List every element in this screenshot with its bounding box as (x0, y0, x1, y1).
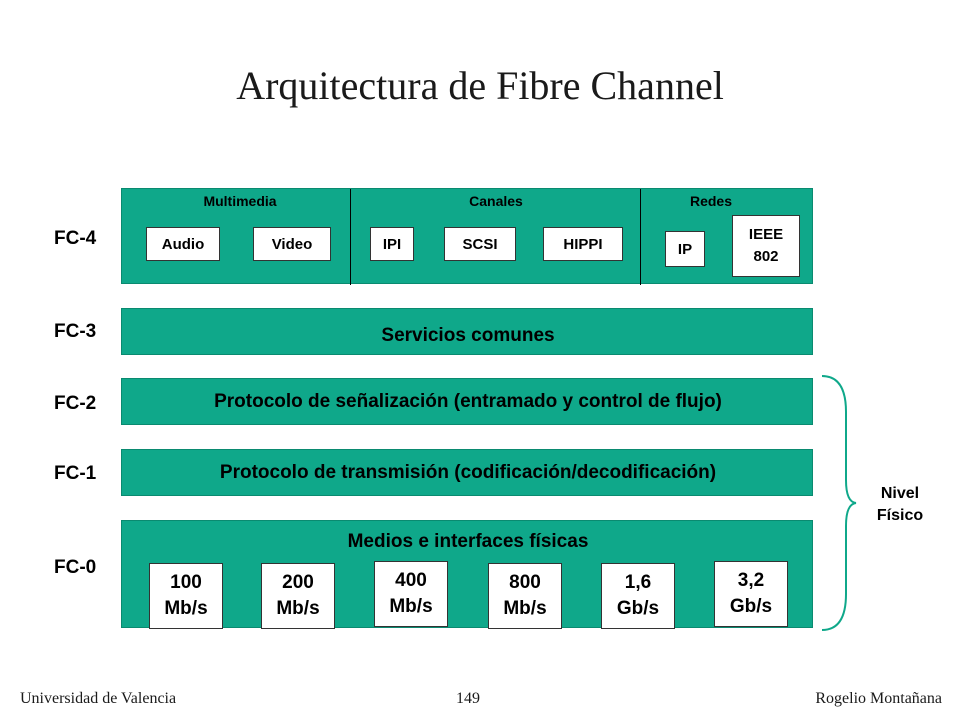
speed-unit: Gb/s (616, 598, 660, 619)
footer-page-number: 149 (456, 690, 480, 707)
speed-value: 800 (509, 572, 541, 593)
senalizacion-label: Protocolo de señalización (entramado y c… (214, 391, 722, 412)
video-box: Video (253, 227, 331, 261)
speed-unit: Mb/s (276, 598, 320, 619)
physical-line2: Físico (876, 507, 924, 524)
fc4-divider-1 (350, 189, 351, 285)
speed-value: 3,2 (737, 570, 765, 591)
fc1-layer: Protocolo de transmisión (codificación/d… (121, 449, 813, 496)
page-title: Arquitectura de Fibre Channel (236, 63, 724, 108)
speed-value: 400 (395, 570, 427, 591)
speed-unit: Mb/s (389, 596, 433, 617)
ieee-line2: 802 (753, 248, 779, 265)
physical-level-label: Nivel Físico (860, 483, 940, 527)
fc2-layer: Protocolo de señalización (entramado y c… (121, 378, 813, 425)
hippi-box: HIPPI (543, 227, 623, 261)
speed-value: 200 (282, 572, 314, 593)
scsi-box: SCSI (444, 227, 516, 261)
speed-box-1-6: 1,6 Gb/s (601, 563, 675, 629)
ip-box: IP (665, 231, 705, 267)
footer-left: Universidad de Valencia (20, 690, 177, 707)
transmision-label: Protocolo de transmisión (codificación/d… (219, 462, 717, 483)
medios-label: Medios e interfaces físicas (347, 531, 589, 552)
speed-box-200: 200 Mb/s (261, 563, 335, 629)
speed-box-400: 400 Mb/s (374, 561, 448, 627)
physical-level-brace (821, 375, 857, 631)
fc3-layer: Servicios comunes (121, 308, 813, 355)
fc4-layer: Multimedia Canales Redes Audio Video IPI… (121, 188, 813, 285)
speed-value: 100 (170, 572, 202, 593)
level-label-fc3: FC-3 (54, 321, 97, 342)
multimedia-label: Multimedia (203, 193, 277, 209)
fc0-layer: Medios e interfaces físicas 100 Mb/s 200… (121, 520, 813, 629)
level-label-fc2: FC-2 (54, 393, 97, 414)
footer-right: Rogelio Montañana (815, 690, 942, 707)
speed-box-800: 800 Mb/s (488, 563, 562, 629)
level-label-fc0: FC-0 (54, 557, 97, 578)
speed-value: 1,6 (624, 572, 652, 593)
speed-box-100: 100 Mb/s (149, 563, 223, 629)
speed-unit: Mb/s (164, 598, 208, 619)
ieee-line1: IEEE (748, 226, 784, 243)
fc4-divider-2 (640, 189, 641, 285)
redes-label: Redes (689, 193, 733, 209)
ieee-802-box: IEEE 802 (732, 215, 800, 277)
speed-unit: Gb/s (729, 596, 773, 617)
audio-box: Audio (146, 227, 220, 261)
level-label-fc4: FC-4 (54, 228, 97, 249)
physical-line1: Nivel (880, 485, 920, 502)
level-label-fc1: FC-1 (54, 463, 97, 484)
servicios-comunes-label: Servicios comunes (381, 325, 555, 346)
speed-box-3-2: 3,2 Gb/s (714, 561, 788, 627)
speed-unit: Mb/s (503, 598, 547, 619)
canales-label: Canales (469, 193, 523, 209)
ipi-box: IPI (370, 227, 414, 261)
